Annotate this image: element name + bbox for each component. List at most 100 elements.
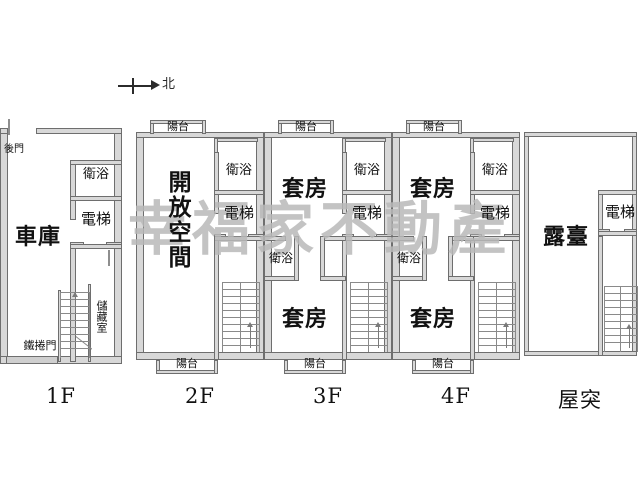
2f-elevator-door-jamb-left [214,234,226,237]
2f-interior [142,134,258,356]
3f-wall-left [264,132,272,360]
4f-balcony-bottom-wall-outer [412,370,474,374]
4f-wall-mid-left [392,236,414,241]
3f-balcony-bottom-wall-right [342,360,346,374]
1f-elevator-door-jamb-right [106,242,122,245]
1f-storage-label: 儲藏室 [95,300,108,333]
ph-elevator-wall-top [598,190,637,195]
1f-elevator-label: 電梯 [80,210,111,228]
3f-wall-core-left-upper [342,152,347,214]
4f-interior [398,134,514,356]
floor-label-2f: 2F [185,384,215,408]
3f-balcony-top-label: 陽台 [295,120,317,133]
4f-bathroom-lower-label: 衛浴 [396,251,421,265]
2f-elevator-door-jamb-right [248,234,264,237]
4f-bathroom-upper-wall-bottom [470,190,520,195]
floor-label-4f: 4F [441,384,471,408]
floor-plan-1f: 後門 衛浴 電梯 儲藏室 [0,0,122,480]
4f-elevator-door-jamb-left [470,234,482,237]
ph-stair-wall-left [598,236,603,356]
2f-elevator-label: 電梯 [223,204,254,222]
3f-elevator-door-jamb-right [376,234,392,237]
2f-bathroom-label: 衛浴 [225,163,252,178]
2f-balcony-bottom-wall-right [214,360,218,374]
2f-wall-left [136,132,144,360]
2f-wall-core-left-upper [214,152,219,214]
1f-bathroom-wall-bottom [70,196,122,201]
1f-wall-bottom [0,356,122,364]
3f-elevator-label: 電梯 [351,204,382,222]
1f-elevator-wall-bottom [70,244,122,249]
1f-wall-left [0,128,8,364]
north-arrow-shaft [118,85,152,87]
3f-wall-mid-vert [294,236,299,281]
4f-balcony-bottom-label: 陽台 [432,357,454,370]
2f-elevator-wall-bottom [214,236,264,241]
ph-wall-left [524,132,529,356]
3f-suite-lower-label: 套房 [281,306,328,332]
4f-suite-lower-door-swing [426,252,454,280]
3f-balcony-top-wall-right [330,120,334,134]
3f-balcony-bottom-wall-outer [284,370,346,374]
4f-suite-lower-label: 套房 [409,306,456,332]
north-arrow-crossbar [132,78,134,94]
ph-terrace-label: 露臺 [542,224,589,250]
1f-rolling-shutter [6,356,58,364]
1f-back-door-label: 後門 [4,144,24,155]
3f-wall-core-left-lower [342,236,347,360]
3f-bathroom-upper-wall-bottom [342,190,392,195]
3f-wall-mid-lower-right [320,276,346,281]
2f-wall-core-left-lower [214,236,219,360]
4f-wall-mid-vert [422,236,427,281]
ph-wall-top [524,132,637,137]
floor-label-penthouse: 屋突 [558,388,602,412]
floor-label-1f: 1F [46,384,76,408]
ph-elevator-door-jamb-left [598,229,610,232]
2f-open-space-label: 開放空間 [164,170,191,270]
3f-bathroom-upper-label: 衛浴 [353,163,380,178]
ph-wall-bottom [524,351,637,356]
4f-stairs [478,282,516,352]
3f-wall-mid-lower-left [264,276,298,281]
3f-wall-top [264,132,392,138]
4f-wall-core-left-lower [470,236,475,360]
4f-suite-upper-label: 套房 [409,176,456,202]
4f-wall-mid-lower-right [448,276,474,281]
north-label: 北 [162,77,176,92]
1f-back-door-leaf [8,119,10,135]
1f-bathroom-wall-top [70,160,122,165]
1f-garage-label: 車庫 [14,224,61,250]
4f-elevator-door-jamb-right [504,234,520,237]
2f-balcony-bottom-wall-outer [156,370,218,374]
4f-elevator-label: 電梯 [479,204,510,222]
1f-bathroom-label: 衛浴 [82,167,109,182]
2f-balcony-top-wall-right [202,120,206,134]
1f-back-door-jamb [0,128,8,134]
ph-elevator-label: 電梯 [604,203,635,221]
3f-suite-upper-label: 套房 [281,176,328,202]
2f-balcony-top-label: 陽台 [167,120,189,133]
2f-wall-top [136,132,264,138]
2f-wall-bottom [136,352,264,360]
1f-corridor-door-leaf [108,250,110,266]
ph-stairs [604,286,638,352]
4f-bathroom-upper-label: 衛浴 [481,163,508,178]
3f-bathroom-lower-label: 衛浴 [268,251,293,265]
3f-stairs [350,282,388,352]
3f-suite-lower-door-swing [298,252,326,280]
4f-wall-mid-lower-left [392,276,426,281]
north-arrow-head [151,80,160,90]
1f-rolling-shutter-label: 鐵捲門 [23,339,57,352]
ph-elevator-wall-bottom [598,231,637,236]
2f-stairs [222,282,260,352]
floor-plan-2f: 陽台 陽台 衛浴 電梯 開放空間 [136,0,264,480]
floor-label-3f: 3F [313,384,343,408]
3f-wall-bottom [264,352,392,360]
3f-balcony-bottom-label: 陽台 [304,357,326,370]
3f-elevator-door-jamb-left [342,234,354,237]
1f-wall-top [36,128,122,134]
floor-plan-4f: 陽台 陽台 衛浴 電梯 衛浴 套房 套房 [392,0,520,480]
4f-wall-bottom [392,352,520,360]
ph-interior [528,136,634,354]
